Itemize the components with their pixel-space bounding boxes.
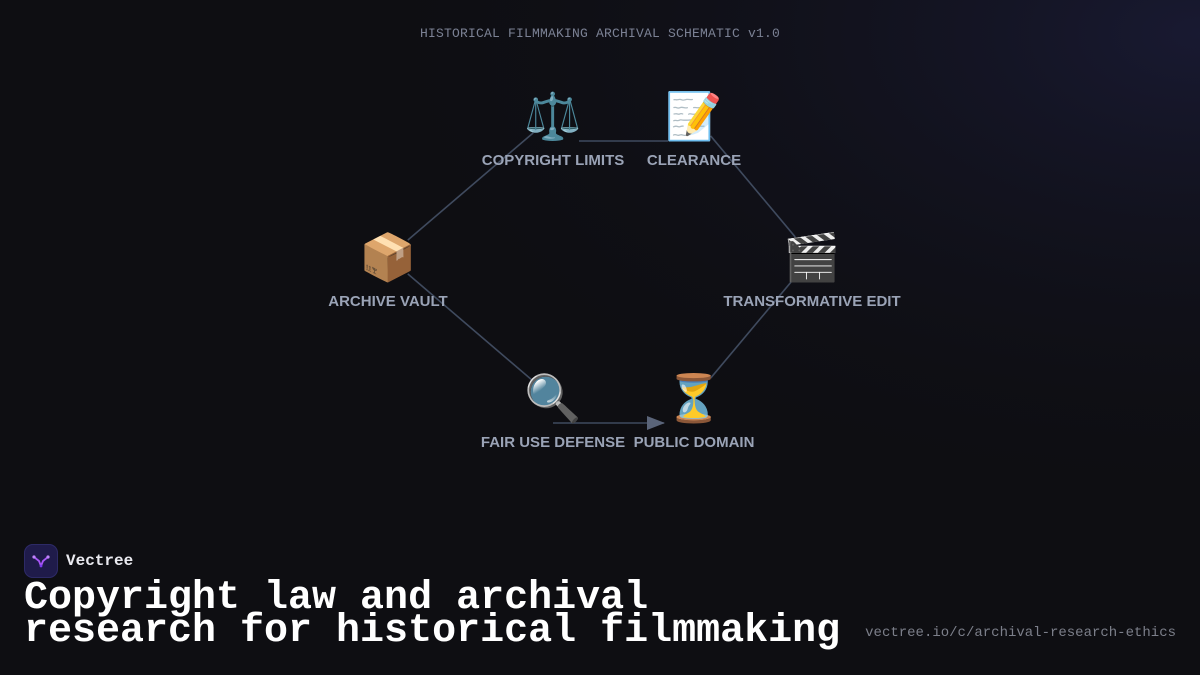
magnifier-icon: 🔍	[524, 371, 582, 425]
node-label-copyright-limits: COPYRIGHT LIMITS	[481, 152, 625, 169]
brand-name: Vectree	[66, 552, 134, 570]
page-headline: Copyright law and archival research for …	[24, 576, 841, 654]
schematic-title: HISTORICAL FILMMAKING ARCHIVAL SCHEMATIC…	[419, 26, 781, 41]
edge-archive-vault-to-fair-use-defense	[407, 273, 534, 382]
vectree-logo-icon	[24, 544, 58, 578]
node-label-fair-use-defense: FAIR USE DEFENSE	[480, 434, 626, 451]
node-public-domain: ⏳ PUBLIC DOMAIN	[584, 370, 804, 451]
package-icon: 📦	[359, 230, 417, 284]
brand[interactable]: Vectree	[24, 544, 133, 578]
hourglass-icon: ⏳	[665, 371, 723, 425]
memo-icon: 📝	[665, 89, 723, 143]
node-transformative-edit: 🎬 TRANSFORMATIVE EDIT	[702, 229, 922, 310]
node-clearance: 📝 CLEARANCE	[584, 88, 804, 169]
node-copyright-limits: ⚖️ COPYRIGHT LIMITS	[443, 88, 663, 169]
node-label-public-domain: PUBLIC DOMAIN	[633, 434, 755, 451]
node-fair-use-defense: 🔍 FAIR USE DEFENSE	[443, 370, 663, 451]
page-url[interactable]: vectree.io/c/archival-research-ethics	[865, 625, 1176, 641]
clapperboard-icon: 🎬	[783, 230, 841, 284]
edge-clearance-to-transformative-edit	[710, 135, 796, 238]
node-label-clearance: CLEARANCE	[646, 152, 742, 169]
edge-transformative-edit-to-public-domain	[710, 276, 796, 379]
node-archive-vault: 📦 ARCHIVE VAULT	[278, 229, 498, 310]
edge-archive-vault-to-copyright-limits	[407, 132, 534, 241]
node-label-archive-vault: ARCHIVE VAULT	[328, 293, 448, 310]
node-label-transformative-edit: TRANSFORMATIVE EDIT	[723, 293, 901, 310]
scales-icon: ⚖️	[524, 89, 582, 143]
